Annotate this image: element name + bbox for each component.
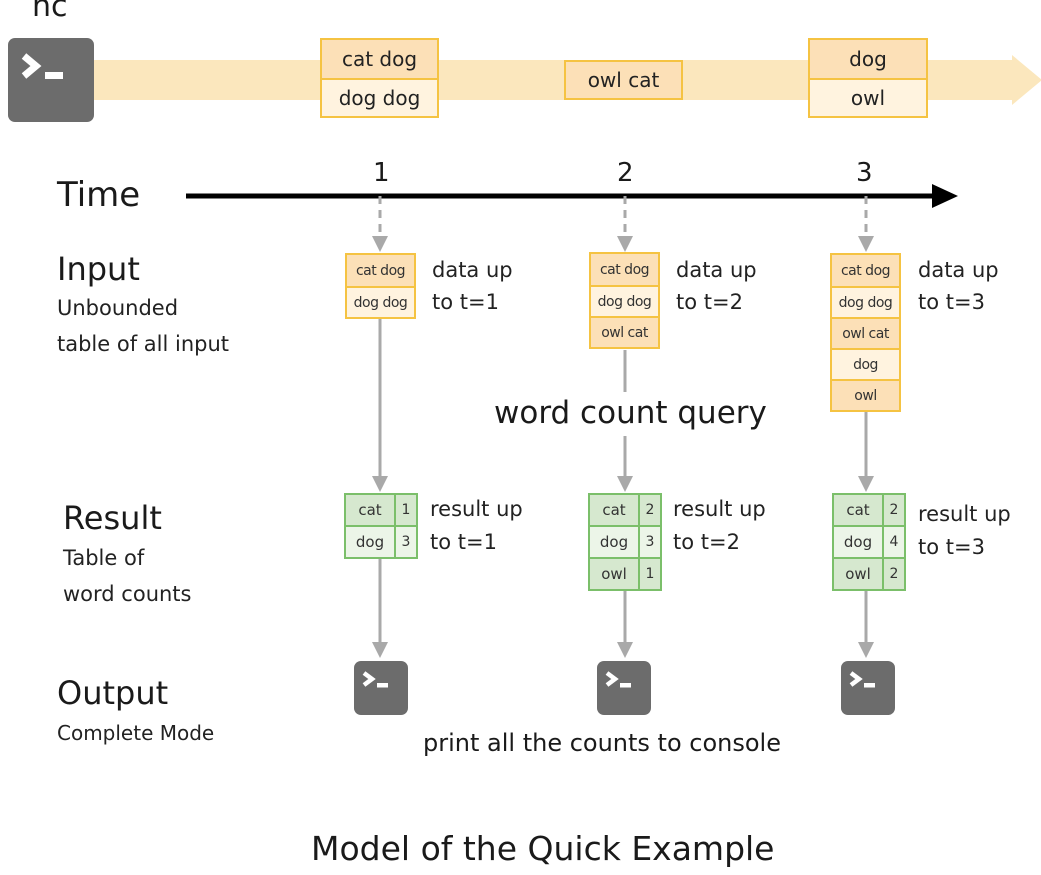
input-table-t2-row: cat dog [591,254,658,285]
input-table-t3-row: dog dog [832,286,899,317]
stream-batch-3: dog owl [808,38,928,118]
result-count: 2 [889,566,899,582]
input-table-t1: cat dog dog dog [345,253,416,319]
result-count: 1 [645,566,655,582]
result-count: 3 [645,534,655,550]
input-table-t2: cat dog dog dog owl cat [589,252,660,349]
input-table-t2-row: owl cat [591,316,658,347]
input-note-t3-line1: data up [918,258,999,282]
query-label: word count query [492,395,769,431]
result-table-t3: cat 2 dog 4 owl 2 [832,493,906,591]
result-count: 1 [401,502,411,518]
result-count: 3 [401,534,411,550]
time-tick-2: 2 [617,158,634,188]
result-note-t3-line1: result up [918,502,1011,526]
input-stream-arrow [1012,55,1041,105]
input-note-t2-line1: data up [676,258,757,282]
input-row-subtitle-1: Unbounded [57,296,179,320]
input-table-t3: cat dog dog dog owl cat dog owl [830,253,901,412]
source-label: nc [32,0,68,24]
input-row-subtitle-2: table of all input [57,332,230,356]
result-word: dog [346,527,396,557]
output-row-title: Output [57,674,169,712]
result-word: owl [834,559,884,589]
result-count: 2 [889,502,899,518]
result-count: 2 [645,502,655,518]
input-table-t3-row: dog [832,348,899,379]
result-row: cat 2 [590,495,660,525]
result-word: cat [590,495,640,525]
diagram-caption: Model of the Quick Example [311,829,775,868]
stream-batch-3-row-2: owl [810,78,926,116]
input-table-t1-row: cat dog [347,255,414,286]
result-row: cat 1 [346,495,416,525]
stream-batch-1: cat dog dog dog [320,38,439,118]
input-note-t3-line2: to t=3 [918,290,985,314]
result-word: dog [590,527,640,557]
time-tick-1: 1 [373,158,390,188]
stream-batch-2-row-1: owl cat [566,62,681,98]
result-word: dog [834,527,884,557]
stream-batch-2: owl cat [564,60,683,100]
terminal-icon [354,661,408,715]
result-word: cat [346,495,396,525]
input-row-title: Input [57,250,140,288]
result-row: dog 4 [834,525,904,557]
result-table-t2: cat 2 dog 3 owl 1 [588,493,662,591]
result-row: owl 1 [590,557,660,589]
output-row-subtitle: Complete Mode [57,721,215,745]
input-table-t3-row: owl cat [832,317,899,348]
result-row-subtitle-1: Table of [63,546,145,570]
result-word: cat [834,495,884,525]
input-table-t2-row: dog dog [591,285,658,316]
result-row-title: Result [63,499,162,537]
input-note-t1-line1: data up [432,258,513,282]
result-note-t3-line2: to t=3 [918,535,985,559]
result-row: dog 3 [590,525,660,557]
result-row-subtitle-2: word counts [63,582,192,606]
stream-batch-1-row-2: dog dog [322,78,437,116]
print-label: print all the counts to console [423,729,781,757]
terminal-icon [841,661,895,715]
result-row: dog 3 [346,525,416,557]
terminal-icon [597,661,651,715]
result-word: owl [590,559,640,589]
input-table-t3-row: cat dog [832,255,899,286]
input-table-t3-row: owl [832,379,899,410]
stream-batch-3-row-1: dog [810,40,926,78]
result-row: cat 2 [834,495,904,525]
input-table-t1-row: dog dog [347,286,414,317]
input-note-t2-line2: to t=2 [676,290,743,314]
stream-batch-1-row-1: cat dog [322,40,437,78]
result-row: owl 2 [834,557,904,589]
result-note-t1-line1: result up [430,497,523,521]
input-note-t1-line2: to t=1 [432,290,499,314]
result-note-t1-line2: to t=1 [430,530,497,554]
timeline-label: Time [57,175,141,215]
result-note-t2-line1: result up [673,497,766,521]
result-count: 4 [889,534,899,550]
time-tick-3: 3 [856,158,873,188]
result-note-t2-line2: to t=2 [673,530,740,554]
terminal-icon [8,38,94,122]
result-table-t1: cat 1 dog 3 [344,493,418,559]
